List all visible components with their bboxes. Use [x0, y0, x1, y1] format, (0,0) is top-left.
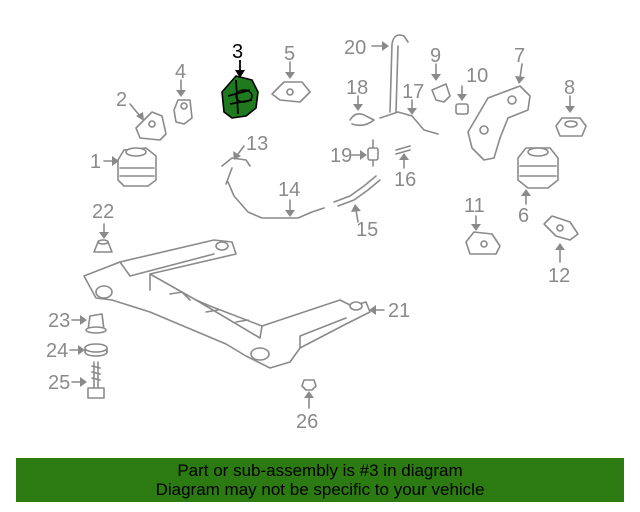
callout-17: 17: [402, 81, 424, 103]
part-14-pipe[interactable]: [225, 167, 325, 219]
callout-10: 10: [466, 65, 488, 87]
callout-20: 20: [344, 37, 366, 59]
callout-21: 21: [388, 300, 410, 322]
callout-22: 22: [92, 201, 114, 223]
callout-19: 19: [330, 145, 352, 167]
part-3-engine-mount[interactable]: [221, 75, 259, 119]
callout-12: 12: [548, 265, 570, 287]
part-7-bracket[interactable]: [467, 85, 531, 161]
callout-24: 24: [46, 340, 68, 362]
part-24-washer[interactable]: [84, 343, 108, 357]
part-13-fitting[interactable]: [221, 157, 251, 167]
part-19-fitting[interactable]: [367, 139, 379, 167]
part-16-hose[interactable]: [395, 145, 411, 155]
callout-3: 3: [232, 41, 243, 63]
callout-2: 2: [116, 89, 127, 111]
callout-2-leader: [129, 103, 141, 117]
callout-18: 18: [346, 77, 368, 99]
part-26-nut[interactable]: [301, 379, 317, 391]
part-23-bushing[interactable]: [85, 313, 107, 334]
callout-26: 26: [296, 411, 318, 433]
callout-7: 7: [514, 45, 525, 67]
callout-16: 16: [394, 169, 416, 191]
part-10-clip[interactable]: [455, 103, 469, 115]
part-17-hose[interactable]: [379, 111, 439, 135]
callout-5: 5: [284, 43, 295, 65]
callout-7-leader: [519, 63, 523, 79]
callout-23: 23: [48, 310, 70, 332]
part-info-banner: Part or sub-assembly is #3 in diagram Di…: [16, 458, 624, 502]
part-1-mount[interactable]: [117, 147, 157, 187]
callout-9: 9: [430, 45, 441, 67]
callout-15: 15: [356, 219, 378, 241]
callout-8: 8: [564, 77, 575, 99]
part-18-clip[interactable]: [349, 112, 375, 127]
callout-15-leader: [355, 209, 359, 223]
callout-25: 25: [48, 372, 70, 394]
callout-6: 6: [518, 205, 529, 227]
part-2-bracket[interactable]: [135, 111, 167, 141]
callout-14: 14: [278, 179, 300, 201]
part-12-bracket[interactable]: [543, 215, 579, 241]
callout-4: 4: [175, 61, 186, 83]
banner-line-1: Part or sub-assembly is #3 in diagram: [177, 461, 463, 480]
callout-3-leader: [235, 60, 245, 78]
part-11-bracket[interactable]: [465, 231, 501, 255]
callout-1: 1: [90, 151, 101, 173]
part-22-bushing[interactable]: [93, 239, 113, 253]
part-9-sensor[interactable]: [431, 83, 451, 103]
callout-11: 11: [464, 195, 485, 217]
part-25-bolt[interactable]: [87, 361, 105, 399]
part-5-bracket[interactable]: [271, 81, 311, 103]
part-21-subframe[interactable]: [83, 239, 371, 369]
callout-13-leader: [237, 145, 245, 155]
part-8-mount[interactable]: [555, 117, 587, 137]
part-4-bracket[interactable]: [173, 99, 193, 125]
part-15-hose[interactable]: [333, 175, 381, 207]
part-20-hose[interactable]: [389, 34, 409, 113]
part-6-mount[interactable]: [517, 147, 559, 189]
parts-diagram: 3 1 2 4 5 20 9: [46, 34, 587, 433]
banner-line-2: Diagram may not be specific to your vehi…: [155, 480, 485, 499]
callout-13: 13: [246, 133, 268, 155]
